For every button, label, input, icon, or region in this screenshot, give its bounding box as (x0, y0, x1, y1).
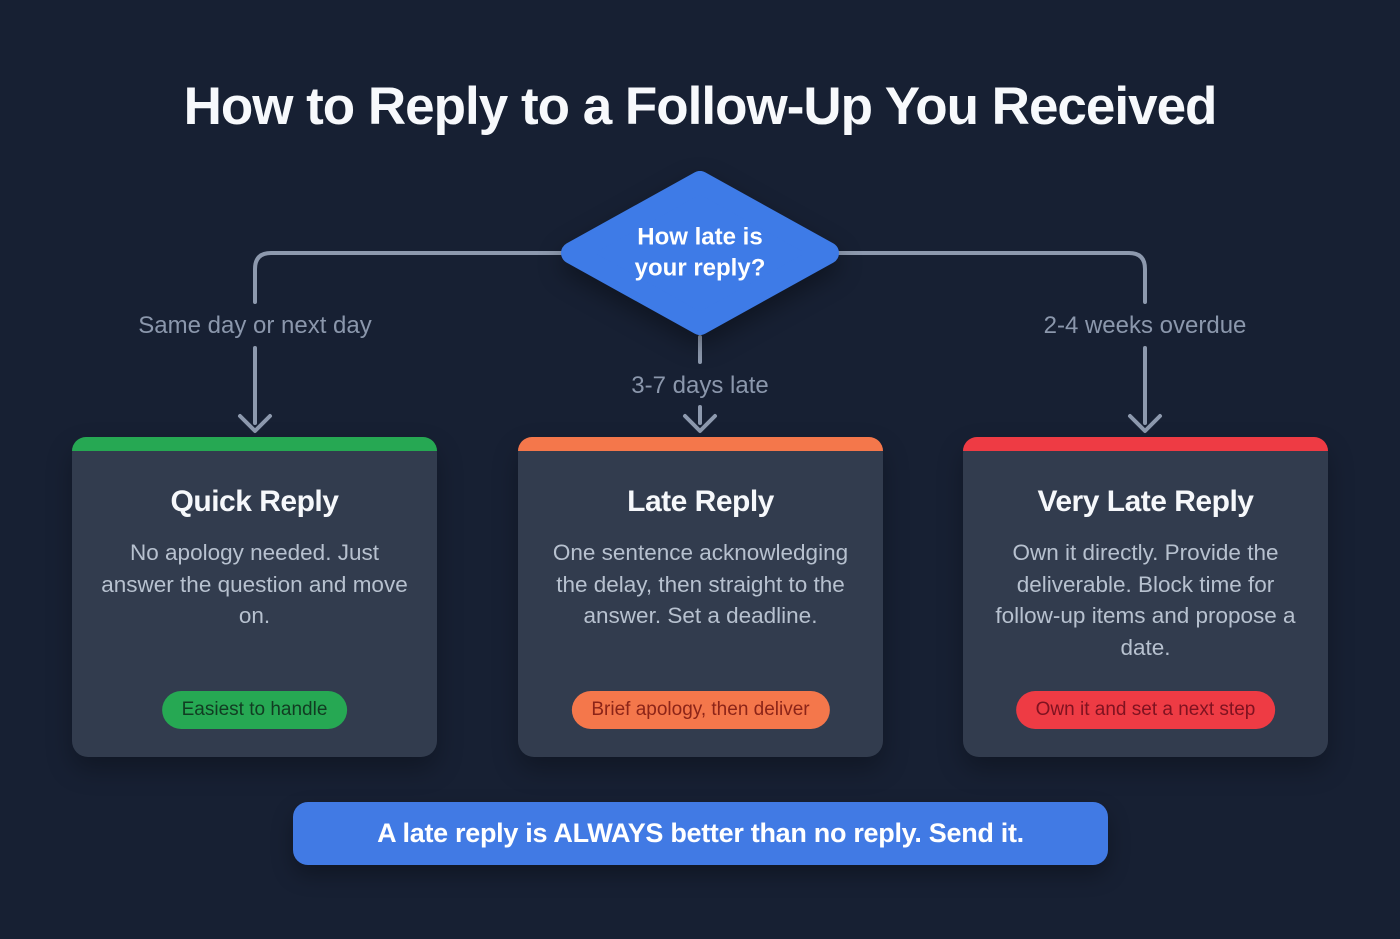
card-title: Late Reply (627, 485, 774, 518)
decision-label: How late is your reply? (635, 222, 766, 283)
card-title: Very Late Reply (1037, 485, 1254, 518)
decision-label-line1: How late is (637, 223, 763, 251)
card-badge: Easiest to handle (161, 691, 348, 729)
card-accent-bar (72, 437, 437, 451)
card-title: Quick Reply (170, 485, 339, 518)
arrowhead-middle-icon (683, 414, 717, 433)
branch-label-2-4-weeks: 2-4 weeks overdue (1043, 312, 1247, 339)
connector-right (832, 251, 1147, 304)
page-title: How to Reply to a Follow-Up You Received (183, 77, 1218, 136)
card-late-reply: Late Reply One sentence acknowledging th… (518, 437, 883, 757)
branch-label-3-7-days: 3-7 days late (631, 372, 769, 399)
decision-label-line2: your reply? (634, 254, 766, 281)
connector-left (253, 251, 568, 304)
card-badge: Own it and set a next step (1015, 691, 1276, 729)
arrowhead-left-icon (238, 414, 272, 433)
card-body: Own it directly. Provide the deliverable… (995, 540, 1296, 660)
card-accent-bar (963, 437, 1328, 451)
takeaway-banner-text: A late reply is ALWAYS better than no re… (377, 818, 1024, 848)
card-body: No apology needed. Just answer the quest… (101, 540, 408, 628)
card-very-late-reply: Very Late Reply Own it directly. Provide… (963, 437, 1328, 757)
card-body: One sentence acknowledging the delay, th… (552, 540, 849, 628)
branch-label-same-day: Same day or next day (138, 312, 372, 339)
card-badge: Brief apology, then deliver (571, 691, 830, 729)
card-quick-reply: Quick Reply No apology needed. Just answ… (72, 437, 437, 757)
card-accent-bar (518, 437, 883, 451)
takeaway-banner: A late reply is ALWAYS better than no re… (293, 802, 1108, 865)
arrowhead-right-icon (1128, 414, 1162, 433)
